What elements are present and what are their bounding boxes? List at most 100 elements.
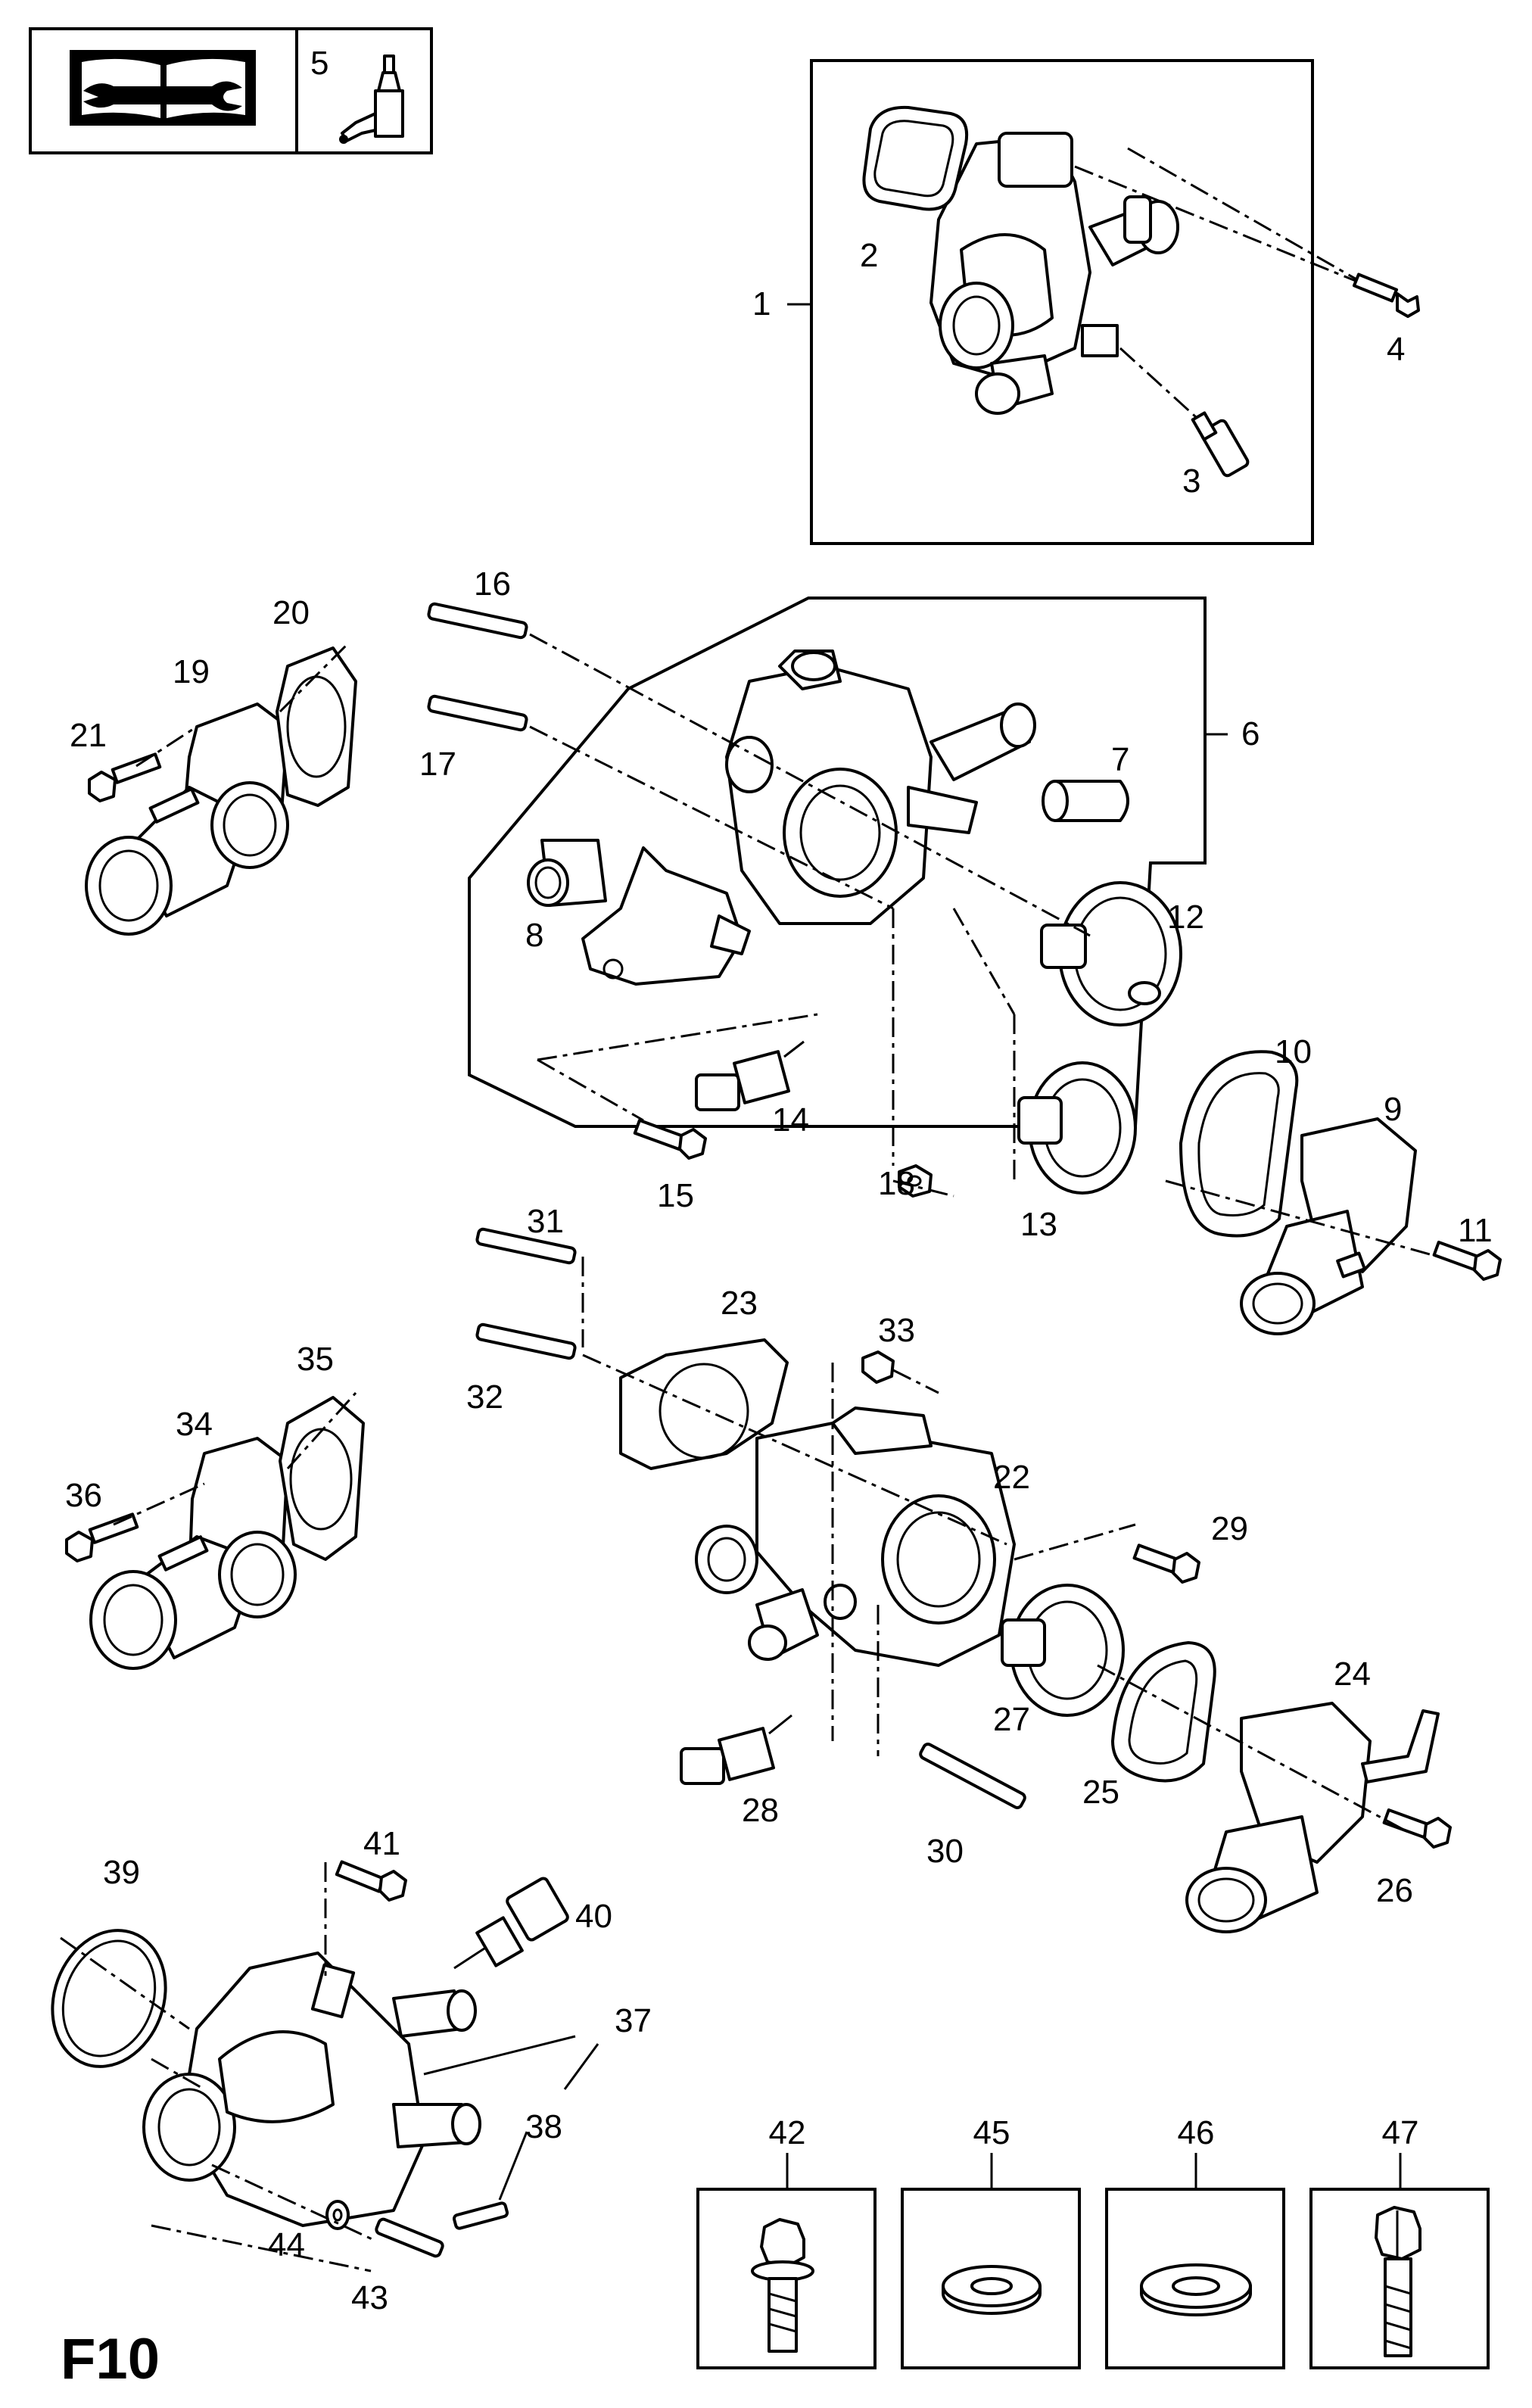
callout-2: 2: [860, 237, 878, 274]
thermostat-cover-9: [1240, 1117, 1417, 1335]
thermostat-27: [1001, 1584, 1125, 1717]
header-box: 5: [29, 27, 433, 154]
callout-40: 40: [575, 1898, 612, 1935]
page-code: F10: [61, 2327, 160, 2391]
bolt-36: [65, 1512, 139, 1562]
stud-30: [919, 1743, 1026, 1809]
temperature-sensor-14: [695, 1040, 805, 1111]
callout-30: 30: [926, 1833, 964, 1870]
callout-37: 37: [615, 2002, 652, 2039]
temperature-sensor-40: [453, 1877, 569, 1970]
ref-number: 5: [310, 45, 329, 82]
hardware-number-42: 42: [769, 2114, 806, 2151]
callout-20: 20: [272, 594, 310, 631]
callout-38: 38: [525, 2108, 562, 2145]
hardware-number-45: 45: [973, 2114, 1010, 2151]
callout-34: 34: [176, 1406, 213, 1443]
housing-6: [581, 650, 1036, 986]
callout-7: 7: [1111, 741, 1129, 778]
hardware-number-46: 46: [1178, 2114, 1215, 2151]
callout-15: 15: [657, 1177, 694, 1214]
flange-bolt-icon: [751, 2218, 814, 2353]
hardware-number-47: 47: [1382, 2114, 1419, 2151]
callout-16: 16: [474, 565, 511, 603]
temperature-sensor-3: [1119, 347, 1250, 478]
callout-26: 26: [1376, 1872, 1413, 1909]
hardware-box-45: 45: [901, 2114, 1081, 2369]
callouts: 1 2 3 4 6 7 8 9 10 11 12 13 14 15 16 17 …: [65, 237, 1493, 2316]
bolt-15: [633, 1118, 707, 1160]
bolt-41: [335, 1860, 407, 1902]
callout-28: 28: [742, 1792, 779, 1829]
assembly-frame-6: [468, 597, 1228, 1128]
callout-12: 12: [1167, 899, 1204, 936]
gasket-35: [279, 1396, 365, 1561]
callout-10: 10: [1275, 1033, 1312, 1070]
bolt-21: [88, 752, 162, 802]
thermostat-12: [1040, 881, 1182, 1026]
washer-icon: [1140, 2263, 1252, 2316]
stud-38: [452, 2201, 509, 2230]
bolt-26: [1382, 1808, 1452, 1849]
nut-33: [861, 1350, 895, 1384]
callout-27: 27: [993, 1701, 1030, 1738]
thermostat-13: [1017, 1061, 1137, 1195]
gasket-25: [1111, 1641, 1216, 1783]
callout-1: 1: [752, 285, 771, 322]
assembly-frame-1: [787, 59, 1314, 545]
housing-22: [695, 1406, 1016, 1667]
outlet-pipe-19: [85, 702, 289, 936]
callout-36: 36: [65, 1477, 102, 1514]
callout-4: 4: [1387, 331, 1405, 368]
o-ring-39: [51, 1929, 167, 2068]
sealant-tube-icon: [339, 55, 404, 144]
callout-6: 6: [1241, 715, 1260, 752]
callout-25: 25: [1082, 1774, 1119, 1811]
plug-8: [527, 839, 607, 907]
callout-41: 41: [363, 1825, 400, 1862]
temperature-sensor-28: [680, 1714, 792, 1785]
washer-44: [325, 2200, 350, 2230]
workshop-manual-icon: [70, 50, 256, 126]
outlet-pipe-34: [89, 1437, 297, 1670]
plug-7: [1042, 780, 1129, 822]
callout-35: 35: [297, 1341, 334, 1378]
callout-39: 39: [103, 1854, 140, 1891]
callout-9: 9: [1384, 1091, 1402, 1128]
callout-8: 8: [525, 917, 543, 954]
callout-14: 14: [772, 1101, 809, 1139]
hardware-box-42: 42: [696, 2114, 877, 2369]
bolt-29: [1132, 1544, 1200, 1584]
callout-11: 11: [1458, 1212, 1493, 1249]
hardware-box-46: 46: [1105, 2114, 1285, 2369]
hex-bolt-icon: [1375, 2206, 1421, 2357]
stud-31: [475, 1227, 577, 1265]
stud-16: [427, 602, 528, 640]
housing-assembly-1: [929, 132, 1179, 415]
stud-32: [475, 1322, 577, 1360]
gasket-20: [276, 646, 357, 807]
callout-13: 13: [1020, 1206, 1057, 1243]
callout-21: 21: [70, 717, 107, 754]
o-ring-gasket-2: [862, 105, 968, 211]
bolt-11: [1432, 1240, 1502, 1281]
callout-29: 29: [1211, 1510, 1248, 1547]
housing-37: [142, 1952, 481, 2227]
callout-19: 19: [173, 653, 210, 690]
callout-44: 44: [268, 2226, 305, 2263]
callout-33: 33: [878, 1312, 915, 1349]
callout-3: 3: [1182, 463, 1200, 500]
leader-lines: [60, 633, 1439, 2272]
stud-43: [375, 2217, 444, 2258]
callout-18: 18: [878, 1165, 915, 1202]
gasket-10: [1179, 1050, 1299, 1238]
callout-23: 23: [721, 1285, 758, 1322]
nut-18: [898, 1164, 933, 1198]
gasket-23: [619, 1338, 789, 1470]
callout-43: 43: [351, 2279, 388, 2316]
callout-31: 31: [527, 1203, 564, 1240]
stud-17: [427, 694, 528, 732]
callout-24: 24: [1334, 1656, 1371, 1693]
